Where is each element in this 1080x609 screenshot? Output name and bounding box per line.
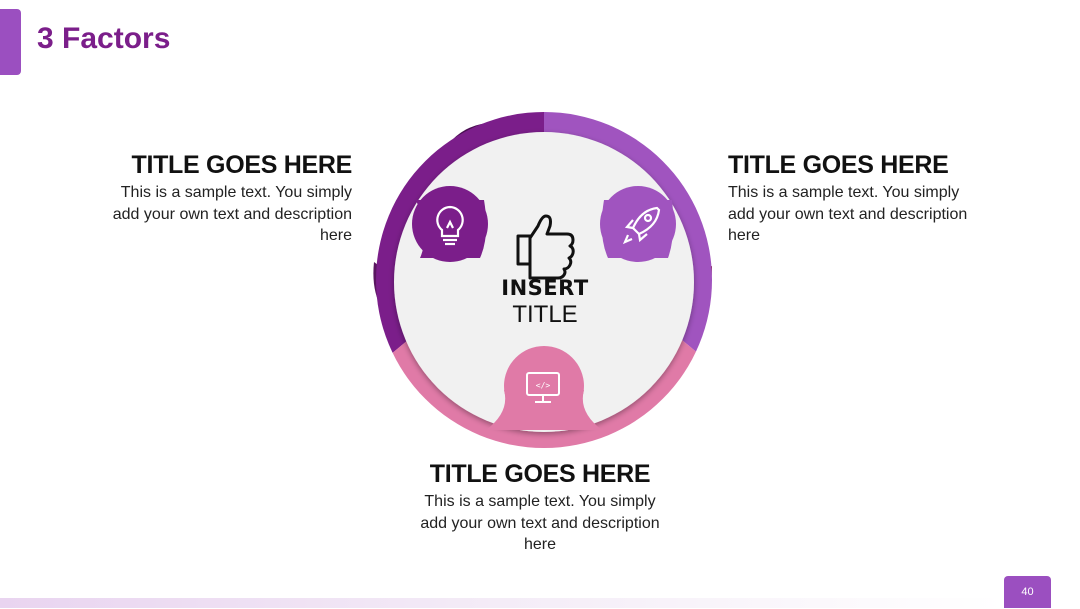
factor-left: TITLE GOES HERE This is a sample text. Y…	[92, 151, 353, 247]
thumbs-up-icon	[516, 214, 575, 280]
factor-bottom: TITLE GOES HERE This is a sample text. Y…	[410, 460, 670, 556]
factor-bottom-title: TITLE GOES HERE	[429, 460, 651, 488]
lightbulb-icon	[436, 205, 464, 246]
bottom-gradient-strip	[0, 598, 1004, 608]
three-factor-diagram: </>	[373, 112, 712, 448]
monitor-code-icon: </>	[526, 372, 560, 403]
center-title-line2: TITLE	[512, 301, 578, 328]
page-number-badge: 40	[1004, 576, 1051, 608]
factor-bottom-text: This is a sample text. You simply add yo…	[420, 493, 660, 553]
factor-right: TITLE GOES HERE This is a sample text. Y…	[728, 151, 988, 247]
rocket-icon	[622, 206, 661, 245]
title-accent-bar	[0, 9, 21, 75]
factor-right-title: TITLE GOES HERE	[728, 151, 949, 179]
factor-left-text: This is a sample text. You simply add yo…	[112, 184, 352, 244]
svg-text:</>: </>	[536, 381, 551, 390]
slide-title: 3 Factors	[37, 22, 171, 55]
center-title-line1: INSERT	[501, 276, 589, 300]
factor-right-text: This is a sample text. You simply add yo…	[728, 184, 968, 244]
center-title: INSERT TITLE	[470, 276, 620, 329]
factor-left-title: TITLE GOES HERE	[131, 151, 352, 179]
